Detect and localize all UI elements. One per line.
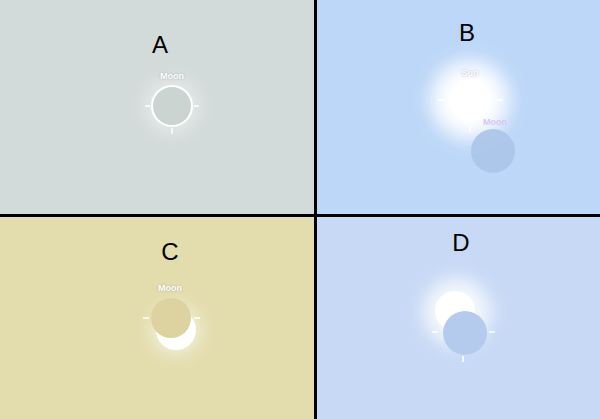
moon-figure (145, 80, 199, 134)
panel-c (0, 217, 314, 419)
panel-letter: A (152, 33, 168, 57)
body-label: Moon (158, 284, 182, 293)
panel-b (317, 0, 600, 214)
divider (314, 0, 317, 419)
panel-a (0, 0, 314, 214)
partial-eclipse-figure (423, 278, 495, 362)
panel-letter: C (161, 240, 178, 264)
body-label: Moon (160, 72, 184, 81)
crescent-figure (143, 298, 202, 356)
divider (0, 214, 600, 217)
body-label: Sun (462, 69, 479, 78)
body-label: Moon (483, 118, 507, 127)
sun-moon-figure (430, 60, 515, 173)
panel-letter: B (459, 21, 475, 45)
panel-d (317, 217, 600, 419)
panel-letter: D (452, 231, 469, 255)
